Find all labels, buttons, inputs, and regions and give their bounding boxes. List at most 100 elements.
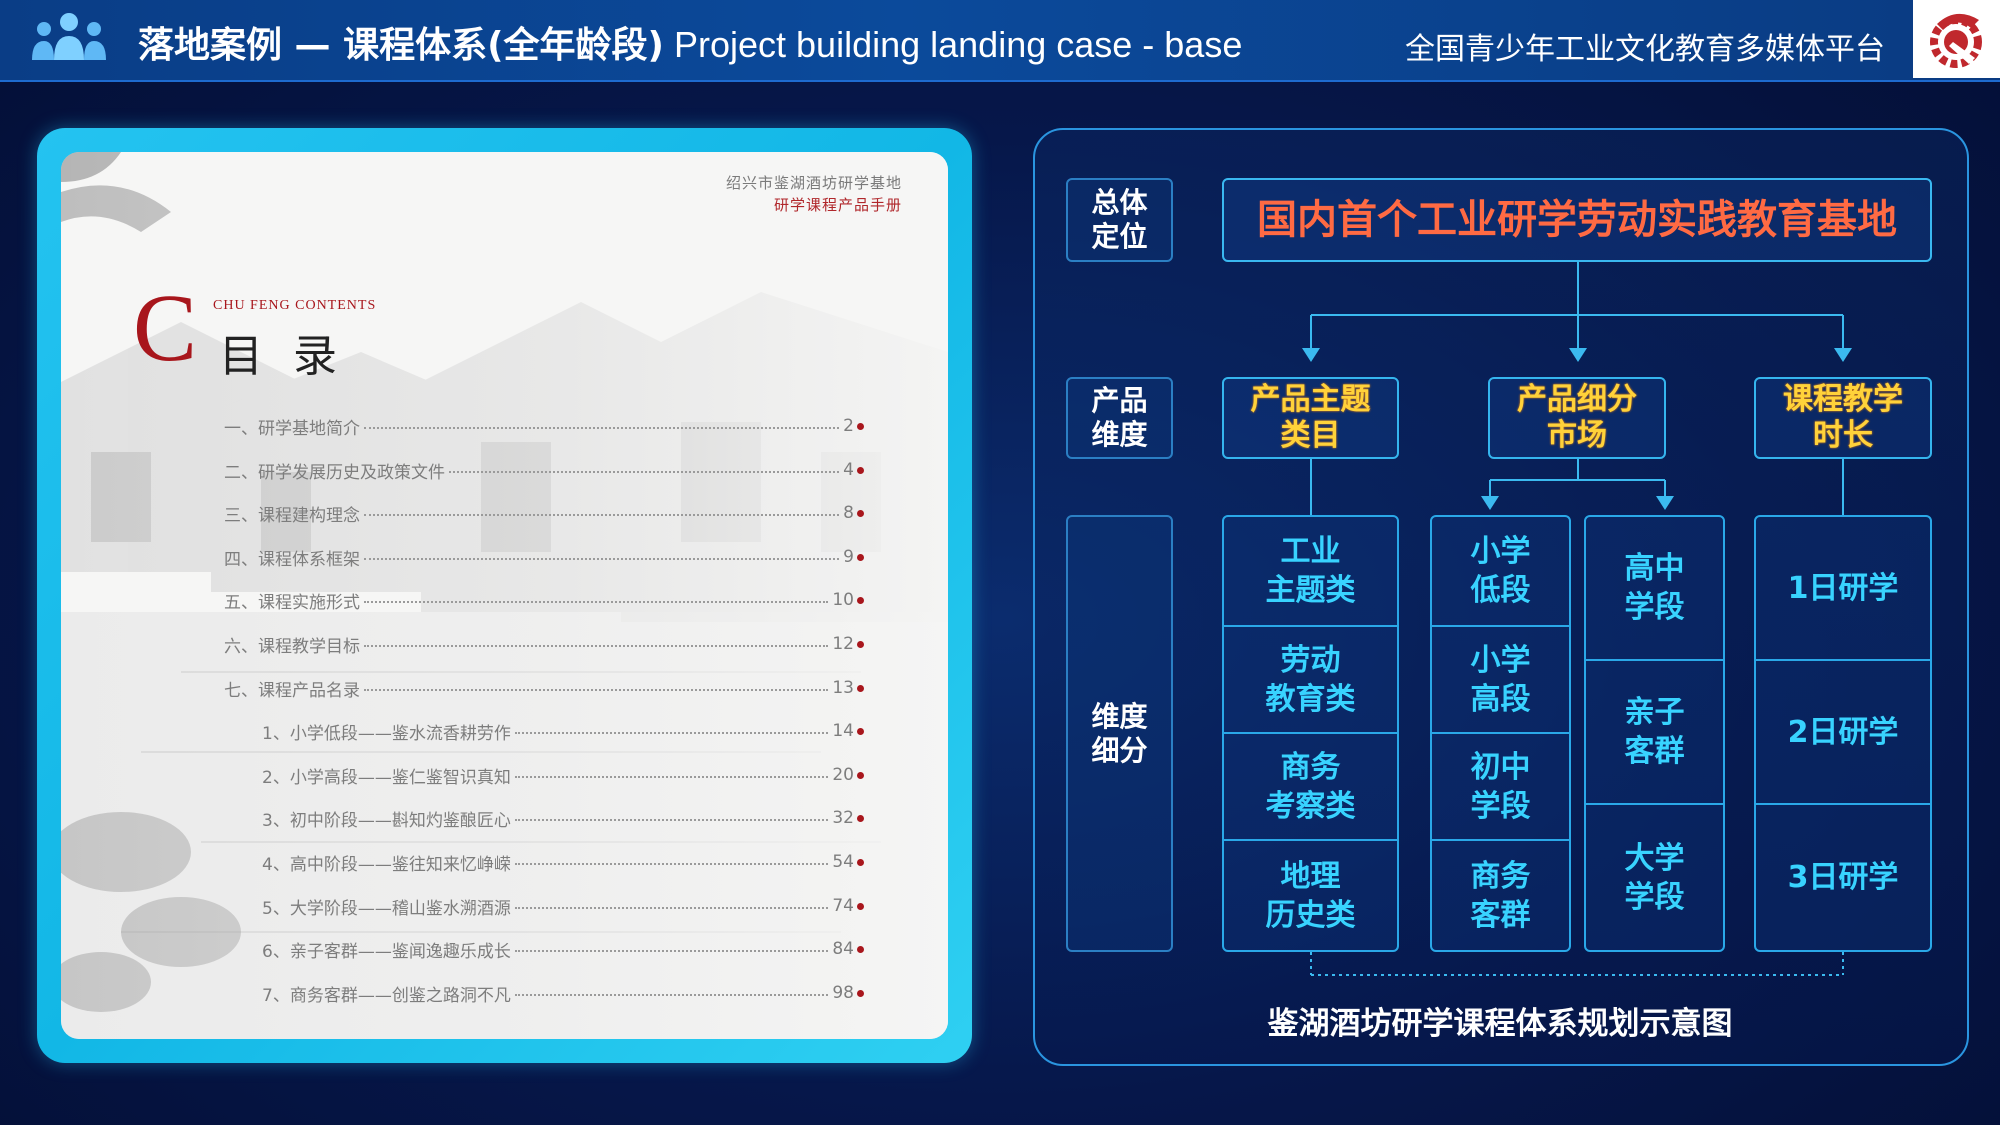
market-segment-column-a: 小学 低段小学 高段初中 学段商务 客群 <box>1430 515 1571 952</box>
diagram-cell: 初中 学段 <box>1432 734 1569 841</box>
diagram-cell-text: 初中 学段 <box>1470 749 1531 824</box>
duration-column: 1日研学 2日研学 3日研学 <box>1754 515 1932 952</box>
diagram-cell-text: 1日研学 <box>1787 570 1899 606</box>
toc-bullet-dot <box>857 858 864 866</box>
diagram-cell-text: 商务 考察类 <box>1265 749 1356 824</box>
toc-bullet-dot <box>857 466 864 474</box>
toc-entry-title: 6、亲子客群——鉴闻逸趣乐成长 <box>262 941 511 962</box>
toc-leader-dots <box>514 732 829 734</box>
diagram-cell-text: 商务 客群 <box>1470 858 1531 933</box>
toc-entry-title: 2、小学高段——鉴仁鉴智识真知 <box>262 767 511 788</box>
diagram-cell-text: 高中 学段 <box>1624 551 1685 625</box>
toc-entry-page: 74 <box>832 896 854 916</box>
dimension-duration-text: 课程教学 时长 <box>1783 382 1903 453</box>
toc-bullet-dot <box>857 509 864 517</box>
diagram-cell: 高中 学段 <box>1586 517 1723 661</box>
toc-entry-title: 六、课程教学目标 <box>224 636 360 657</box>
diagram-cell: 劳动 教育类 <box>1224 627 1397 734</box>
toc-leader-dots <box>514 819 829 821</box>
toc-entry-title: 3、初中阶段——斟知灼鉴酿匠心 <box>262 810 511 831</box>
toc-entry-title: 七、课程产品名录 <box>224 680 360 701</box>
header-bar: 落地案例 — 课程体系(全年龄段) Project building landi… <box>0 0 2000 82</box>
toc-entry-title: 三、课程建构理念 <box>224 505 360 526</box>
toc-entry: 三、课程建构理念 8 <box>224 501 864 526</box>
toc-leader-dots <box>364 689 829 691</box>
toc-leader-dots <box>449 471 840 473</box>
brochure-subtitle: 研学课程产品手册 <box>773 196 902 214</box>
diagram-cell: 小学 低段 <box>1432 517 1569 627</box>
diagram-cell: 小学 高段 <box>1432 627 1569 734</box>
diagram-cell-text: 大学 学段 <box>1624 840 1685 915</box>
toc-bullet-dot <box>857 902 864 910</box>
group-people-icon <box>32 13 106 60</box>
diagram-cell: 商务 考察类 <box>1224 734 1397 841</box>
dimension-theme-category: 产品主题 类目 <box>1222 377 1399 459</box>
gear-logo-icon <box>1930 13 1982 68</box>
toc-leader-dots <box>514 776 829 778</box>
diagram-cell: 2日研学 <box>1756 661 1930 805</box>
toc-leader-dots <box>514 863 829 865</box>
diagram-cell-text: 3日研学 <box>1787 860 1899 895</box>
diagram-caption: 鉴湖酒坊研学课程体系规划示意图 <box>1267 1006 1733 1042</box>
toc-entry-page: 12 <box>832 634 854 654</box>
toc-entry-title: 1、小学低段——鉴水流香耕劳作 <box>262 723 511 744</box>
toc-leader-dots <box>364 427 840 429</box>
base-name: 绍兴市鉴湖酒坊研学基地 <box>725 174 902 192</box>
toc-entry-title: 四、课程体系框架 <box>224 549 360 570</box>
toc-leader-dots <box>514 994 829 996</box>
toc-bullet-dot <box>857 814 864 822</box>
toc-entry-page: 10 <box>832 590 854 610</box>
toc-bullet-dot <box>857 684 864 692</box>
page-title-cn: 落地案例 — 课程体系(全年龄段) <box>138 25 664 66</box>
brochure-page: 绍兴市鉴湖酒坊研学基地 研学课程产品手册 C CHU FENG CONTENTS… <box>61 152 948 1039</box>
toc-bullet-dot <box>857 989 864 997</box>
toc-leader-dots <box>514 950 829 952</box>
page-title: 落地案例 — 课程体系(全年龄段) Project building landi… <box>138 16 1242 68</box>
diagram-cell: 地理 历史类 <box>1224 841 1397 950</box>
toc-entry-page: 2 <box>843 416 854 436</box>
toc-bullet-dot <box>857 771 864 779</box>
toc-leader-dots <box>514 907 829 909</box>
toc-leader-dots <box>364 601 829 603</box>
diagram-cell-text: 工业 主题类 <box>1265 534 1356 608</box>
diagram-frame <box>1033 128 1969 1066</box>
brochure-frame: 绍兴市鉴湖酒坊研学基地 研学课程产品手册 C CHU FENG CONTENTS… <box>37 128 972 1063</box>
diagram-cell: 1日研学 <box>1756 517 1930 661</box>
toc-leader-dots <box>364 645 829 647</box>
toc-entry-title: 二、研学发展历史及政策文件 <box>224 462 445 483</box>
diagram-cell-text: 劳动 教育类 <box>1265 642 1356 717</box>
label-dimension-detail: 维度 细分 <box>1066 515 1173 952</box>
page-title-en: Project building landing case - base <box>663 24 1243 65</box>
toc-entry: 四、课程体系框架 9 <box>224 545 864 570</box>
toc-bullet-dot <box>857 727 864 735</box>
diagram-cell-text: 小学 低段 <box>1470 534 1531 608</box>
contents-heading-en: CHU FENG CONTENTS <box>213 298 377 313</box>
toc-entry: 一、研学基地简介 2 <box>224 414 864 439</box>
diagram-cell-text: 地理 历史类 <box>1265 858 1356 933</box>
contents-heading-cn: 目录 <box>219 331 367 382</box>
toc-leader-dots <box>364 514 840 516</box>
dimension-market-text: 产品细分 市场 <box>1517 382 1637 453</box>
toc-bullet-dot <box>857 640 864 648</box>
toc-entry-title: 4、高中阶段——鉴往知来忆峥嵘 <box>262 854 511 875</box>
toc-entry-page: 8 <box>843 503 854 523</box>
contents-initial: C <box>133 274 198 381</box>
water-town-background <box>61 152 948 1039</box>
platform-name: 全国青少年工业文化教育多媒体平台 <box>1405 32 1885 67</box>
toc-entry-title: 7、商务客群——创鉴之路洞不凡 <box>262 985 511 1006</box>
toc-entry-page: 32 <box>832 808 854 828</box>
toc-entry-page: 9 <box>843 547 854 567</box>
toc-entry-title: 一、研学基地简介 <box>224 418 360 439</box>
diagram-cell: 商务 客群 <box>1432 841 1569 950</box>
market-segment-column-b: 高中 学段亲子 客群大学 学段 <box>1584 515 1725 952</box>
toc-entry-page: 54 <box>832 852 854 872</box>
toc-entry-page: 20 <box>832 765 854 785</box>
diagram-cell-text: 小学 高段 <box>1470 642 1531 717</box>
toc-bullet-dot <box>857 422 864 430</box>
label-product-dimension: 产品 维度 <box>1066 377 1173 459</box>
toc-entry-page: 4 <box>843 460 854 480</box>
toc-bullet-dot <box>857 945 864 953</box>
